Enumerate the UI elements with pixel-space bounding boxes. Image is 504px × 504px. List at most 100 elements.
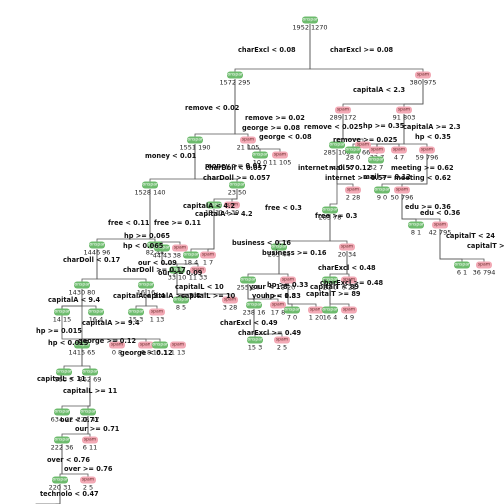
split-label: charExcl >= 0.08 xyxy=(330,46,394,54)
node-box xyxy=(339,243,355,251)
node-box xyxy=(183,251,199,259)
node-class-label: nonspam xyxy=(320,278,341,283)
split-label: hp >= 0.015 xyxy=(36,327,82,335)
split-label: hp >= 0.065 xyxy=(124,232,170,240)
split-label: free >= 0.3 xyxy=(315,212,358,220)
split-label: capitalT < 24 xyxy=(446,232,495,240)
node-counts: 50 796 xyxy=(391,194,414,202)
node-counts: 10 0 xyxy=(253,159,267,167)
split-label: charExcl < 0.48 xyxy=(318,264,376,272)
node-counts: 16 16 xyxy=(137,289,156,297)
tree-edge xyxy=(247,144,281,152)
node-counts: 0 8 xyxy=(112,349,122,357)
node-class-label: nonspam xyxy=(343,148,364,153)
node-counts: 238 16 xyxy=(243,309,266,317)
split-label: capitalA < 3.4 xyxy=(113,292,166,300)
node-box xyxy=(271,243,287,251)
node-box xyxy=(329,141,345,149)
node-box xyxy=(128,308,144,316)
node-counts: 1551 190 xyxy=(179,144,210,152)
node-box xyxy=(322,276,338,284)
split-label: capitalL < 11 xyxy=(37,375,86,383)
node-box xyxy=(229,181,245,189)
node-class-label: spam xyxy=(371,148,383,153)
node-box xyxy=(224,201,240,209)
node-class-label: nonspam xyxy=(87,243,108,248)
split-label: remove >= 0.025 xyxy=(333,136,398,144)
node-class-label: spam xyxy=(274,153,286,158)
node-box xyxy=(222,296,238,304)
split-label: our < 0.09 xyxy=(138,259,177,267)
node-counts: 32 7 xyxy=(369,164,383,172)
tree-edge xyxy=(253,309,283,337)
node-counts: 44 43 xyxy=(153,252,172,260)
node-box xyxy=(74,341,90,349)
node-counts: 14 15 xyxy=(53,316,72,324)
node-class-label: nonspam xyxy=(72,343,93,348)
node-counts: 228 47 xyxy=(77,416,100,424)
split-label: hp < 0.065 xyxy=(123,242,164,250)
split-label: george < 0.08 xyxy=(259,133,312,141)
node-box xyxy=(369,146,385,154)
split-label: business < 0.16 xyxy=(232,239,291,247)
tree-edge xyxy=(234,79,249,137)
node-class-label: nonspam xyxy=(52,310,73,315)
node-class-label: spam xyxy=(174,246,186,251)
node-class-label: nonspam xyxy=(152,246,173,251)
node-class-label: spam xyxy=(82,478,94,483)
split-label: meeting < 0.62 xyxy=(394,174,451,182)
node-counts: 3 28 xyxy=(223,304,237,312)
split-label: charDoll < 0.057 xyxy=(205,164,267,172)
node-counts: 553 3 xyxy=(55,376,74,384)
node-box xyxy=(322,306,338,314)
tree-edge xyxy=(176,274,231,297)
node-class-label: spam xyxy=(202,253,214,258)
node-counts: 1 20 xyxy=(309,314,323,322)
node-class-label: spam xyxy=(478,263,490,268)
node-class-label: nonspam xyxy=(52,438,73,443)
split-label: our >= 0.09 xyxy=(158,269,203,277)
node-box xyxy=(335,106,351,114)
node-class-label: spam xyxy=(151,310,163,315)
node-counts: 2 5 xyxy=(83,484,93,492)
node-class-label: spam xyxy=(421,148,433,153)
node-counts: 8 1 xyxy=(411,229,421,237)
node-box xyxy=(80,408,96,416)
split-label: edu < 0.36 xyxy=(420,209,461,217)
node-box xyxy=(274,336,290,344)
node-counts: 255 24 xyxy=(237,284,260,292)
split-label: capitalL >= 11 xyxy=(63,387,118,395)
node-counts: 263 44 xyxy=(268,251,291,259)
node-class-label: spam xyxy=(276,338,288,343)
node-counts: 1446 96 xyxy=(84,249,111,257)
node-box xyxy=(368,156,384,164)
node-box xyxy=(270,301,286,309)
node-counts: 4 9 xyxy=(344,314,354,322)
tree-edge xyxy=(336,149,354,187)
tree-edge xyxy=(439,229,485,262)
split-label: over >= 0.76 xyxy=(64,465,113,473)
split-label: meeting >= 0.62 xyxy=(391,164,454,172)
node-class-label: nonspam xyxy=(167,268,188,273)
node-box xyxy=(82,436,98,444)
node-box xyxy=(394,186,410,194)
split-label: our < 0.71 xyxy=(60,416,99,424)
node-class-label: nonspam xyxy=(54,370,75,375)
node-counts: 16 4 xyxy=(89,316,103,324)
node-counts: 285 106 xyxy=(324,149,351,157)
node-class-label: nonspam xyxy=(300,18,321,23)
node-box xyxy=(138,341,154,349)
